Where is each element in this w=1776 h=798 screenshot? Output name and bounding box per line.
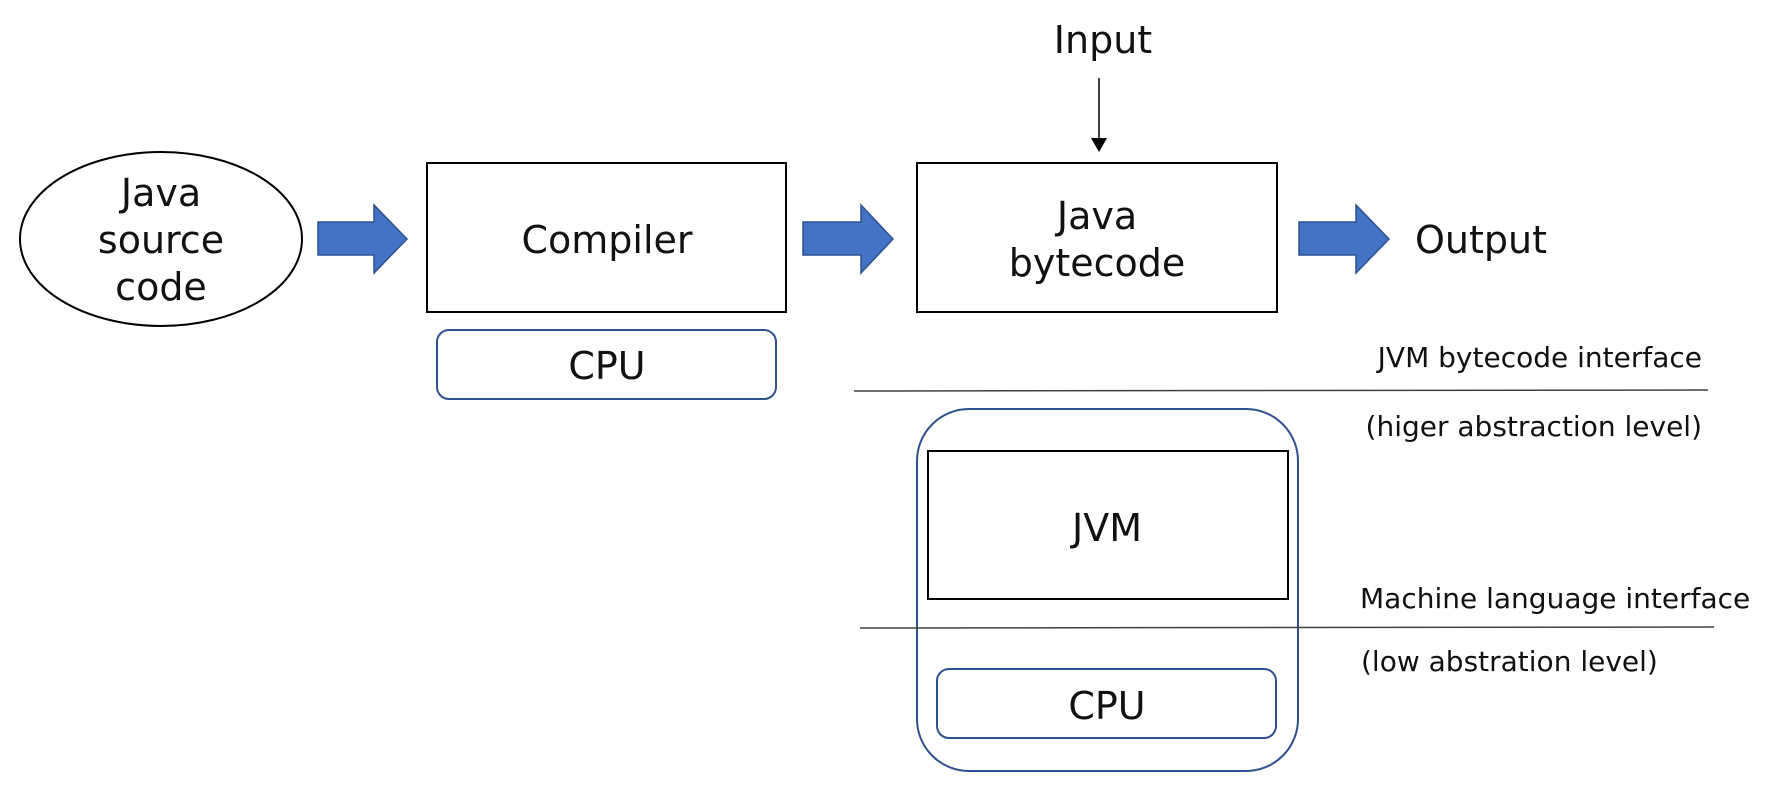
compiler-box: [426, 162, 787, 313]
machine-interface-line: [859, 626, 1715, 629]
arrow-source-to-compiler: [317, 203, 409, 275]
bytecode-interface-line: [853, 389, 1709, 392]
compiler-cpu-label: CPU: [568, 344, 645, 388]
java-bytecode-line-2: bytecode: [1009, 241, 1186, 285]
input-label: Input: [1054, 18, 1152, 62]
java-source-node: Java source code: [19, 151, 303, 327]
java-source-line-3: code: [115, 265, 207, 309]
jvm-box: [927, 450, 1289, 600]
machine-interface-title: Machine language interface: [1360, 582, 1750, 615]
java-source-ellipse: [19, 151, 303, 327]
bytecode-interface-level: (higer abstraction level): [1366, 410, 1702, 443]
output-label: Output: [1415, 218, 1547, 262]
arrow-compiler-to-bytecode: [802, 203, 895, 275]
compiler-cpu-box: [436, 329, 777, 400]
jvm-cpu-node: CPU: [936, 668, 1277, 739]
input-arrow-head: [1091, 138, 1107, 152]
jvm-cpu-label: CPU: [1068, 684, 1145, 728]
java-bytecode-node: Java bytecode: [916, 162, 1278, 313]
jvm-label: JVM: [1070, 506, 1142, 550]
compiler-cpu-node: CPU: [436, 329, 777, 400]
jvm-node: JVM: [927, 450, 1289, 600]
java-source-line-2: source: [98, 218, 224, 262]
compiler-node: Compiler: [426, 162, 787, 313]
java-bytecode-line-1: Java: [1055, 194, 1137, 238]
jvm-cpu-box: [936, 668, 1277, 739]
bytecode-interface-title: JVM bytecode interface: [1376, 341, 1702, 374]
arrow-bytecode-to-output: [1298, 203, 1391, 275]
machine-interface-level: (low abstration level): [1361, 645, 1658, 678]
java-bytecode-box: [916, 162, 1278, 313]
compiler-label: Compiler: [521, 218, 692, 262]
java-source-line-1: Java: [119, 171, 201, 215]
jvm-cpu-container: [916, 408, 1299, 772]
